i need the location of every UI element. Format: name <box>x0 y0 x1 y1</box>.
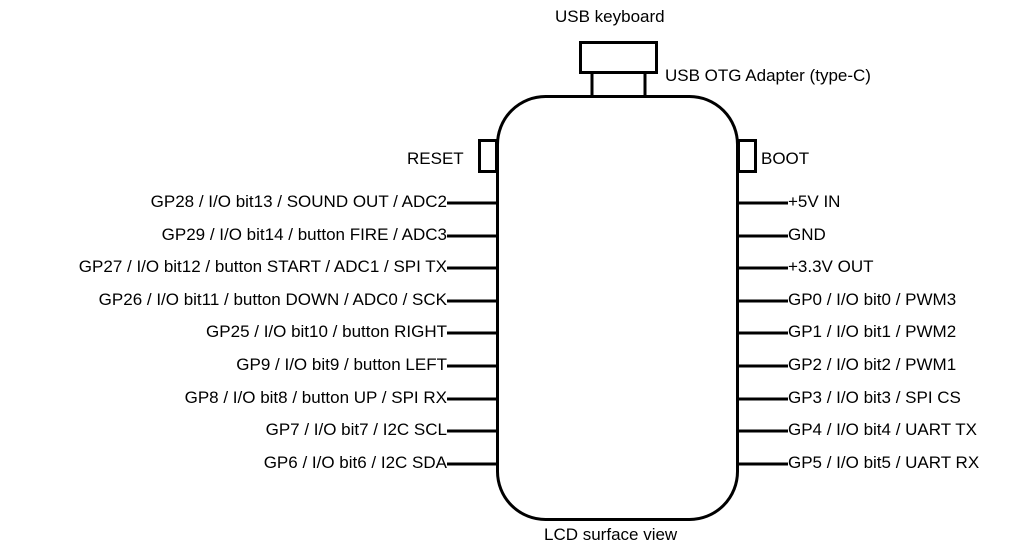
right-pin-label: GND <box>788 225 826 244</box>
right-pin-label: GP0 / I/O bit0 / PWM3 <box>788 290 957 309</box>
reset-label: RESET <box>407 149 464 168</box>
left-pin-label: GP9 / I/O bit9 / button LEFT <box>236 355 447 374</box>
right-pin-label: GP2 / I/O bit2 / PWM1 <box>788 355 957 374</box>
left-pin-label: GP7 / I/O bit7 / I2C SCL <box>265 420 447 439</box>
left-pin-label: GP29 / I/O bit14 / button FIRE / ADC3 <box>161 225 447 244</box>
left-pin-label: GP26 / I/O bit11 / button DOWN / ADC0 / … <box>98 290 447 309</box>
reset-button-shape <box>478 139 498 173</box>
right-pin-label: +3.3V OUT <box>788 257 874 276</box>
usb-otg-adapter-label: USB OTG Adapter (type-C) <box>665 66 871 85</box>
right-pin-label: GP3 / I/O bit3 / SPI CS <box>788 388 961 407</box>
left-pin-label: GP6 / I/O bit6 / I2C SDA <box>263 453 447 472</box>
usb-keyboard-plug <box>579 41 658 74</box>
boot-button-shape <box>737 139 757 173</box>
right-pin-label: GP5 / I/O bit5 / UART RX <box>788 453 980 472</box>
right-pin-label: +5V IN <box>788 192 841 211</box>
boot-label: BOOT <box>761 149 810 168</box>
lcd-surface-view-label: LCD surface view <box>544 525 678 544</box>
left-pin-label: GP28 / I/O bit13 / SOUND OUT / ADC2 <box>150 192 447 211</box>
left-pin-label: GP27 / I/O bit12 / button START / ADC1 /… <box>78 257 447 276</box>
right-pin-label: GP4 / I/O bit4 / UART TX <box>788 420 977 439</box>
left-pin-label: GP25 / I/O bit10 / button RIGHT <box>206 322 447 341</box>
right-pin-label: GP1 / I/O bit1 / PWM2 <box>788 322 957 341</box>
device-body <box>496 95 739 521</box>
left-pin-label: GP8 / I/O bit8 / button UP / SPI RX <box>184 388 447 407</box>
usb-keyboard-label: USB keyboard <box>555 7 665 26</box>
